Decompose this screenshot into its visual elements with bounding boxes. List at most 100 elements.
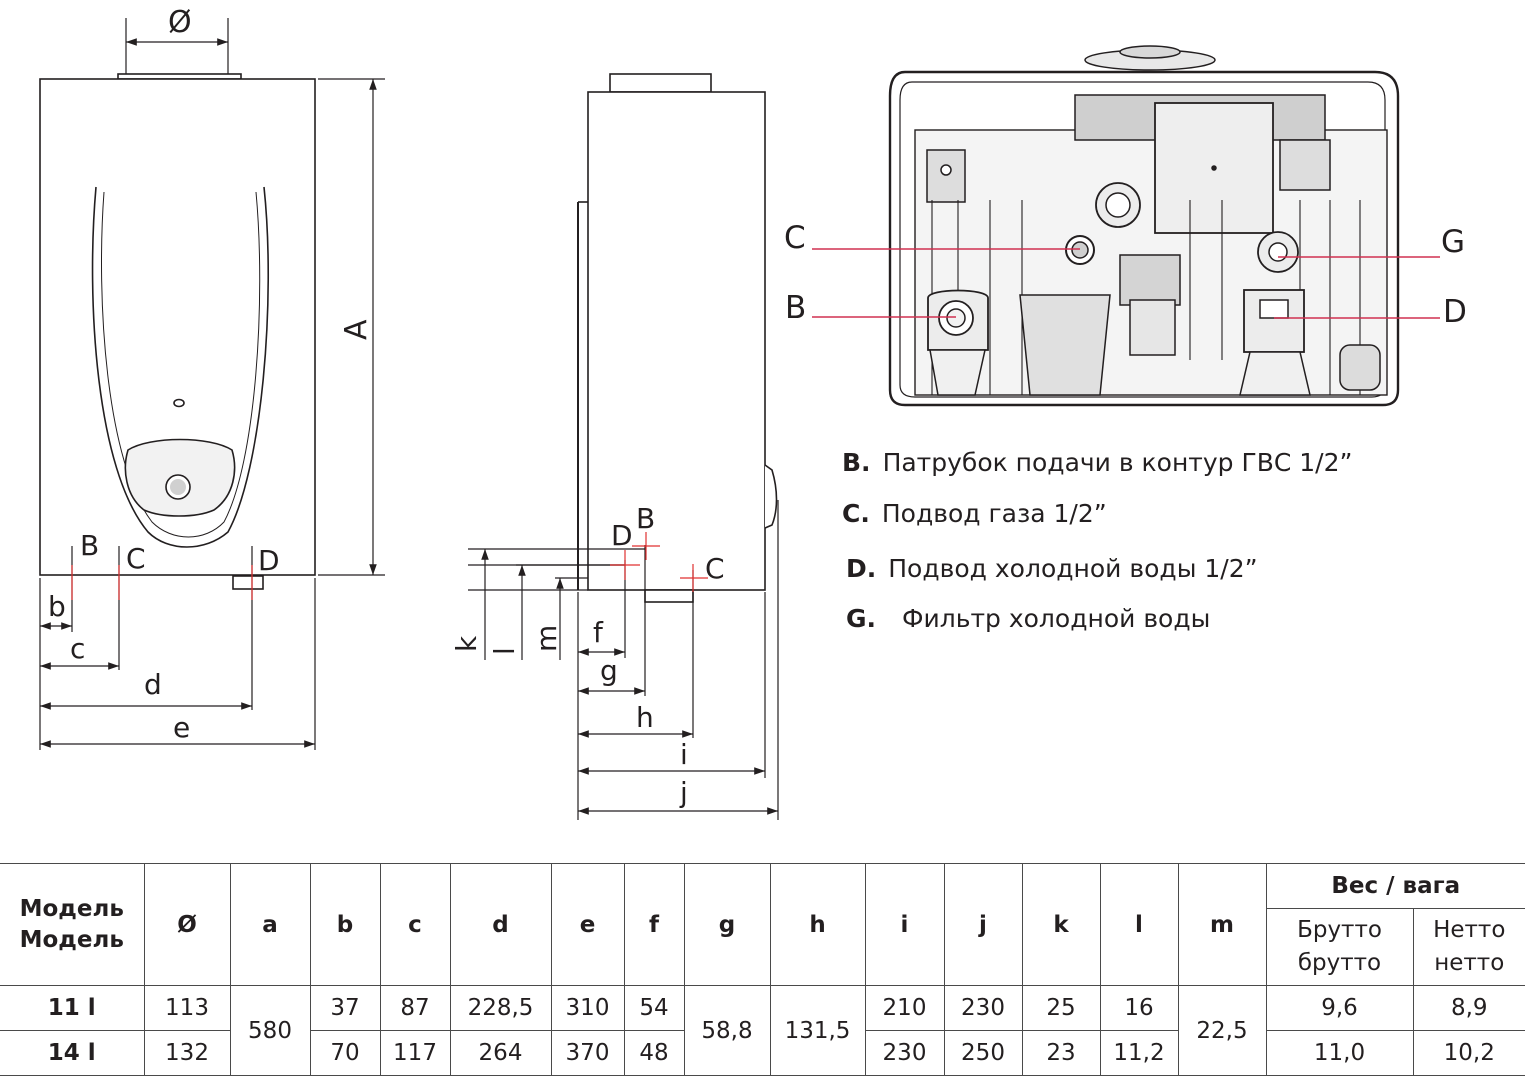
- side-body: [587, 91, 766, 591]
- cell-j: 230: [943, 985, 1023, 1031]
- cell-e: 310: [550, 985, 625, 1031]
- legend-text: Подвод газа 1/2”: [881, 499, 1107, 528]
- label-conn-d: D: [258, 544, 280, 577]
- header-col: g: [683, 863, 771, 986]
- label-dim-l: l: [488, 647, 521, 655]
- label-dim-h: h: [636, 701, 654, 734]
- header-col: c: [379, 863, 451, 986]
- header-col: b: [309, 863, 381, 986]
- cell-d: 228,5: [449, 985, 552, 1031]
- bottom-connector: [232, 575, 264, 590]
- label-side-conn-b: B: [636, 502, 655, 535]
- bottom-labels: C B G D: [784, 220, 1467, 330]
- label-side-conn-d: D: [611, 519, 633, 552]
- label-dim-m: m: [530, 625, 563, 652]
- legend-key: C.: [842, 499, 870, 528]
- label-dim-b: b: [48, 590, 66, 623]
- legend-text: Фильтр холодной воды: [894, 604, 1211, 633]
- cell-f: 48: [623, 1030, 685, 1076]
- label-dim-g: g: [600, 654, 618, 687]
- label-conn-b: B: [80, 529, 99, 562]
- row-model: 14 l: [0, 1030, 145, 1076]
- header-col: f: [623, 863, 685, 986]
- legend-key: B.: [842, 448, 871, 477]
- cell-diameter: 113: [143, 985, 231, 1031]
- cell-k: 23: [1021, 1030, 1101, 1076]
- header-col: l: [1099, 863, 1179, 986]
- front-red-markers: [71, 565, 253, 600]
- cell-a-shared: 580: [229, 985, 311, 1076]
- cell-d: 264: [449, 1030, 552, 1076]
- technical-drawing: Ø A B C D b c d e: [39, 5, 1467, 820]
- right-coil: [1339, 344, 1381, 391]
- cell-net: 10,2: [1412, 1030, 1525, 1076]
- cell-b: 70: [309, 1030, 381, 1076]
- header-col: m: [1177, 863, 1267, 986]
- label-side-conn-c: C: [705, 552, 725, 585]
- side-red-markers: [610, 532, 708, 592]
- legend-key: D.: [846, 554, 877, 583]
- row-model: 11 l: [0, 985, 145, 1031]
- cell-b: 37: [309, 985, 381, 1031]
- cell-j: 250: [943, 1030, 1023, 1076]
- label-dim-c: c: [70, 632, 85, 665]
- label-dim-f: f: [593, 616, 604, 649]
- label-bottom-conn-b: B: [785, 290, 806, 326]
- front-panel-outline: [91, 186, 269, 548]
- cell-h-shared: 131,5: [769, 985, 866, 1076]
- label-dim-e: e: [173, 711, 190, 744]
- label-dim-d: d: [144, 668, 162, 701]
- cell-c: 87: [379, 985, 451, 1031]
- header-col: k: [1021, 863, 1101, 986]
- header-col: a: [229, 863, 311, 986]
- legend-text: Подвод холодной воды 1/2”: [888, 554, 1258, 583]
- cell-net: 8,9: [1412, 985, 1525, 1031]
- side-connectors: [644, 589, 694, 603]
- side-knob: [764, 464, 778, 529]
- indicator-led: [173, 398, 185, 408]
- header-col: j: [943, 863, 1023, 986]
- left-stand: [929, 349, 986, 396]
- label-dim-i: i: [680, 738, 688, 771]
- label-bottom-conn-c: C: [784, 220, 806, 256]
- header-col: e: [550, 863, 625, 986]
- legend-key: G.: [846, 604, 877, 633]
- legend-item-c: C. Подвод газа 1/2”: [842, 499, 1107, 528]
- cell-diameter: 132: [143, 1030, 231, 1076]
- header-col: i: [864, 863, 945, 986]
- label-height-a: A: [339, 319, 374, 340]
- table-row: 11 l 113 580 37 87 228,5 310 54 58,8 131…: [0, 985, 1525, 1076]
- left-bracket: [926, 149, 966, 203]
- header-col: h: [769, 863, 866, 986]
- header-col: Ø: [143, 863, 231, 986]
- side-dimensions: [468, 500, 779, 820]
- header-weight: Вес / вага: [1265, 863, 1525, 909]
- legend-item-g: G. Фильтр холодной воды: [846, 604, 1210, 633]
- label-bottom-conn-g: G: [1441, 224, 1465, 260]
- bottom-view: [888, 45, 1400, 407]
- cell-m-shared: 22,5: [1177, 985, 1267, 1076]
- cell-l: 11,2: [1099, 1030, 1179, 1076]
- front-labels: Ø A B C D b c d e: [48, 5, 374, 744]
- center-support: [1019, 294, 1111, 396]
- header-col: d: [449, 863, 552, 986]
- cell-i: 230: [864, 1030, 945, 1076]
- cell-i: 210: [864, 985, 945, 1031]
- side-labels: D B C k l m f g h i j: [450, 502, 725, 809]
- label-conn-c: C: [126, 542, 146, 575]
- legend-text: Патрубок подачи в контур ГВС 1/2”: [882, 448, 1353, 477]
- cell-k: 25: [1021, 985, 1101, 1031]
- label-dim-j: j: [679, 776, 688, 809]
- burner-lower-block: [1119, 254, 1181, 306]
- side-view: [577, 73, 778, 603]
- cell-l: 16: [1099, 985, 1179, 1031]
- right-stand: [1239, 351, 1311, 396]
- cell-gross: 11,0: [1265, 1030, 1414, 1076]
- front-panel-inner: [101, 191, 261, 538]
- cell-e: 370: [550, 1030, 625, 1076]
